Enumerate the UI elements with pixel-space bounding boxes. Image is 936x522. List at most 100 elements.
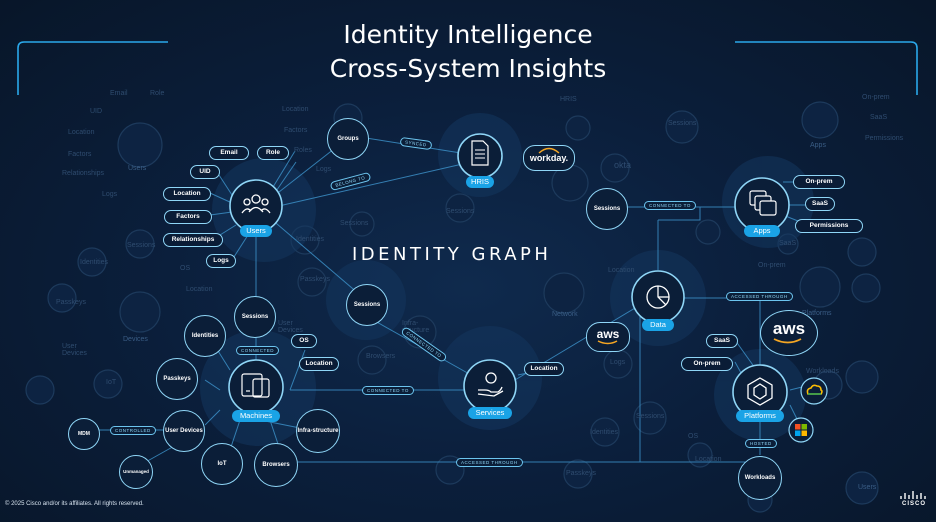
- uid-pill[interactable]: UID: [190, 165, 220, 179]
- ghost-location-6: Location: [695, 456, 722, 463]
- saas-pill-platform[interactable]: SaaS: [706, 334, 738, 348]
- google-cloud-icon: [800, 377, 828, 405]
- users-icon: [241, 194, 271, 214]
- groups-node[interactable]: Groups: [327, 118, 369, 160]
- apps-node[interactable]: Apps: [744, 225, 780, 237]
- hexagon-icon: [747, 377, 773, 406]
- ghost-platforms: Platforms: [802, 310, 832, 317]
- logs-pill[interactable]: Logs: [206, 254, 236, 268]
- cisco-logo: CISCO: [898, 490, 930, 516]
- ghost-okta: okta: [614, 160, 632, 170]
- permissions-pill[interactable]: Permissions: [795, 219, 863, 233]
- hris-node[interactable]: HRIS: [466, 176, 494, 188]
- sessions-node-center[interactable]: Sessions: [346, 284, 388, 326]
- ghost-sessions-5: Sessions: [636, 413, 665, 420]
- workday-text: workday.: [529, 153, 569, 163]
- browsers-node[interactable]: Browsers: [254, 443, 298, 487]
- ghost-os-3: OS: [688, 433, 699, 440]
- data-node[interactable]: Data: [642, 319, 674, 331]
- mdm-node[interactable]: MDM: [68, 418, 100, 450]
- ghost-location-5: Location: [608, 267, 635, 274]
- machines-node[interactable]: Machines: [232, 410, 280, 422]
- ghost-identities-2: Identities: [296, 236, 325, 243]
- relationships-pill[interactable]: Relationships: [163, 233, 223, 247]
- ghost-user-devices: User Devices: [62, 343, 87, 357]
- workday-arc-icon: [538, 147, 560, 154]
- ghost-sessions-2: Sessions: [340, 220, 369, 227]
- infrastructure-node[interactable]: Infra-structure: [296, 409, 340, 453]
- sessions-node-apps[interactable]: Sessions: [586, 188, 628, 230]
- copyright-text: © 2025 Cisco and/or its affiliates. All …: [5, 501, 144, 507]
- onprem-pill-platform[interactable]: On-prem: [681, 357, 733, 371]
- ghost-identities: Identities: [80, 259, 109, 266]
- users-node[interactable]: Users: [240, 225, 272, 237]
- aws-platform-text: aws: [772, 319, 806, 338]
- ghost-devices: Devices: [123, 336, 148, 343]
- aws-smile-icon-2: [773, 338, 802, 344]
- document-icon: [471, 140, 489, 166]
- ghost-infra: Infra-structure: [402, 320, 430, 334]
- workloads-node[interactable]: Workloads: [738, 456, 782, 500]
- microsoft-icon: [788, 417, 814, 443]
- location-pill-service[interactable]: Location: [524, 362, 564, 376]
- cisco-bars-icon: [900, 491, 926, 499]
- identities-node[interactable]: Identities: [184, 315, 226, 357]
- platforms-node[interactable]: Platforms: [736, 410, 784, 422]
- factors-pill[interactable]: Factors: [164, 210, 212, 224]
- ghost-passkeys: Passkeys: [56, 299, 86, 306]
- ghost-sessions-4: Sessions: [668, 120, 697, 127]
- sessions-node-machines[interactable]: Sessions: [234, 296, 276, 338]
- ghost-location-1: Location: [68, 129, 95, 136]
- ghost-browsers: Browsers: [366, 353, 396, 360]
- ghost-location-3: Location: [186, 286, 213, 293]
- passkeys-node[interactable]: Passkeys: [156, 358, 198, 400]
- iot-node[interactable]: IoT: [201, 443, 243, 485]
- cisco-wordmark: CISCO: [901, 501, 926, 507]
- controlled-edge-tag: CONTROLLED: [110, 426, 156, 435]
- email-pill[interactable]: Email: [209, 146, 249, 160]
- os-pill[interactable]: OS: [291, 334, 317, 348]
- ghost-sessions-1: Sessions: [127, 242, 156, 249]
- connected-edge-tag: CONNECTED: [236, 346, 280, 355]
- ghost-relationships: Relationships: [62, 170, 105, 177]
- onprem-pill-apps[interactable]: On-prem: [793, 175, 845, 189]
- connected-to-machines-edge-tag: CONNECTED TO: [362, 386, 414, 395]
- aws-logo-platform: aws: [760, 310, 818, 356]
- services-node[interactable]: Services: [468, 407, 512, 419]
- ghost-permissions: Permissions: [865, 135, 904, 142]
- ghost-sessions-3: Sessions: [446, 208, 475, 215]
- accessed-through-platform-edge-tag: ACCESSED THROUGH: [726, 292, 793, 301]
- ghost-hris: HRIS: [560, 96, 577, 103]
- ghost-location-2: Location: [282, 106, 309, 113]
- role-pill[interactable]: Role: [257, 146, 289, 160]
- saas-pill-apps[interactable]: SaaS: [805, 197, 835, 211]
- slide-title: Identity Intelligence Cross-System Insig…: [0, 18, 936, 86]
- ghost-factors: Factors: [68, 151, 92, 158]
- unmanaged-node[interactable]: Unmanaged: [119, 455, 153, 489]
- ghost-passkeys-2: Passkeys: [300, 276, 330, 283]
- workday-logo: workday.: [523, 145, 575, 171]
- title-line-2: Cross-System Insights: [329, 54, 607, 83]
- windows-stack-icon: [749, 190, 777, 216]
- ghost-identities-3: Identities: [590, 429, 619, 436]
- identity-graph-label: IDENTITY GRAPH: [352, 244, 552, 265]
- hosted-edge-tag: HOSTED: [745, 439, 777, 448]
- user-devices-node[interactable]: User Devices: [163, 410, 205, 452]
- pie-chart-icon: [646, 285, 670, 309]
- ghost-logs: Logs: [102, 191, 118, 198]
- ghost-role: Role: [150, 90, 165, 97]
- location-pill-user[interactable]: Location: [163, 187, 211, 201]
- ghost-factors-2: Factors: [284, 127, 308, 134]
- aws-data-text: aws: [596, 327, 620, 341]
- devices-icon: [241, 373, 270, 398]
- ghost-onprem-2: On-prem: [758, 262, 786, 269]
- ghost-saas: SaaS: [870, 114, 888, 121]
- ghost-onprem: On-prem: [862, 94, 890, 101]
- location-pill-machine[interactable]: Location: [299, 357, 339, 371]
- ghost-apps: Apps: [810, 142, 826, 149]
- ghost-uid: UID: [90, 108, 103, 115]
- ghost-email: Email: [110, 90, 128, 97]
- accessed-through-edge-tag: ACCESSED THROUGH: [456, 458, 523, 467]
